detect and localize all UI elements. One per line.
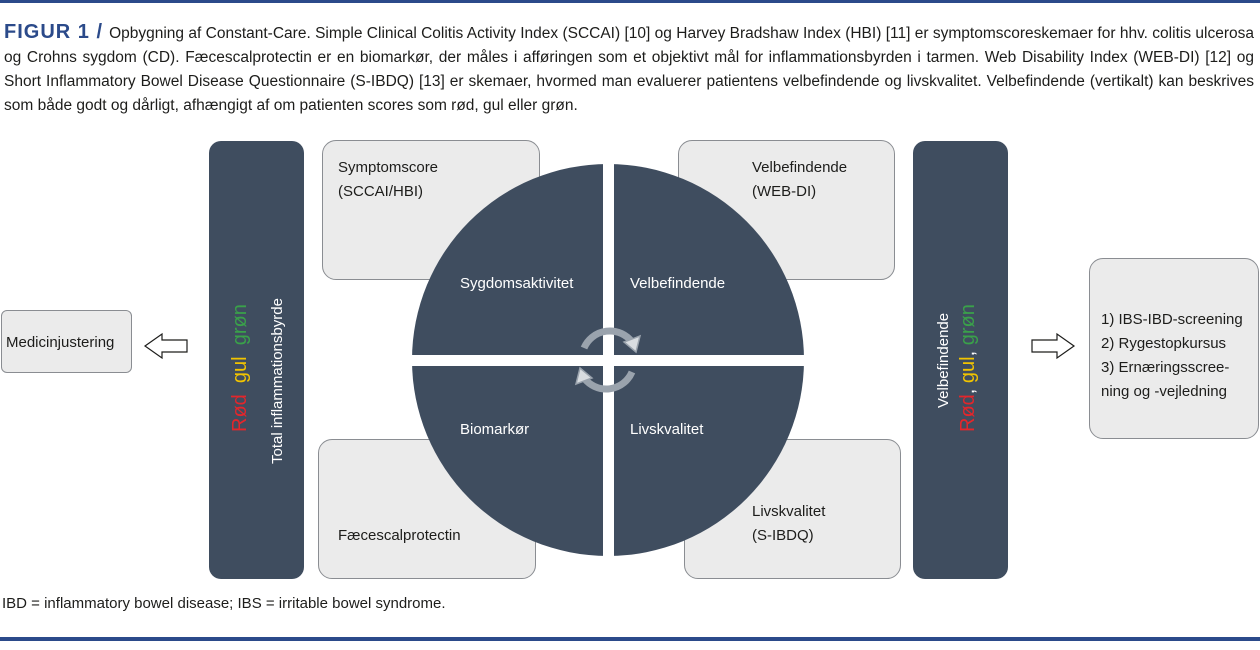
left-bar-green: grøn [229, 304, 251, 346]
quadrant-bottom-left [412, 366, 603, 556]
quadrant-label-velbefindende: Velbefindende [630, 275, 726, 292]
right-velbefindende-bar [913, 141, 1008, 579]
right-bar-green: grøn [957, 304, 979, 346]
symptomscore-sub: (SCCAI/HBI) [338, 183, 424, 200]
right-outline-arrow-icon [1031, 332, 1076, 360]
quadrant-bottom-right [614, 366, 804, 556]
circular-arrows-icon [574, 327, 642, 393]
velbefindende-sub: (WEB-DI) [752, 183, 817, 200]
bottom-rule [0, 637, 1260, 641]
intervention-ibs-ibd-screening: 1) IBS-IBD-screening [1101, 311, 1243, 328]
footnote: IBD = inflammatory bowel disease; IBS = … [2, 595, 446, 612]
quadrant-label-biomarkoer: Biomarkør [460, 421, 530, 438]
left-total-inflammation-bar [209, 141, 304, 579]
interventions-box [1089, 258, 1259, 439]
quadrant-top-right [614, 164, 804, 355]
quadrant-top-left [412, 164, 603, 355]
right-bar-red: Rød [957, 394, 979, 432]
medicinjustering-box [1, 310, 132, 373]
intervention-ernaering-1: 3) Ernæringsscree- [1101, 359, 1230, 376]
left-bar-red: Rød [229, 394, 251, 432]
caption-text: Opbygning af Constant-Care. Simple Clini… [4, 25, 1254, 114]
intervention-rygestopkursus: 2) Rygestopkursus [1101, 335, 1227, 352]
livskvalitet-label: Livskvalitet [752, 503, 826, 520]
left-bar-yellow: gul [229, 356, 251, 384]
quadrant-label-livskvalitet: Livskvalitet [630, 421, 704, 438]
figure-caption: FIGUR 1 /Opbygning af Constant-Care. Sim… [4, 20, 1254, 118]
figure-label: FIGUR 1 / [4, 21, 104, 43]
symptomscore-label: Symptomscore [338, 159, 439, 176]
left-bar-title: Total inflammationsbyrde [269, 298, 286, 464]
livskvalitet-sub: (S-IBDQ) [752, 527, 814, 544]
faecescalprotectin-label: Fæcescalprotectin [338, 527, 461, 544]
right-bar-title: Velbefindende [935, 312, 952, 408]
left-outline-arrow-icon [143, 332, 188, 360]
top-rule [0, 0, 1260, 3]
medicinjustering-label: Medicinjustering [6, 334, 115, 351]
quadrant-label-sygdomsaktivitet: Sygdomsaktivitet [460, 275, 574, 292]
intervention-ernaering-2: ning og -vejledning [1101, 383, 1227, 400]
right-bar-yellow: gul [957, 356, 979, 384]
velbefindende-label: Velbefindende [752, 159, 848, 176]
